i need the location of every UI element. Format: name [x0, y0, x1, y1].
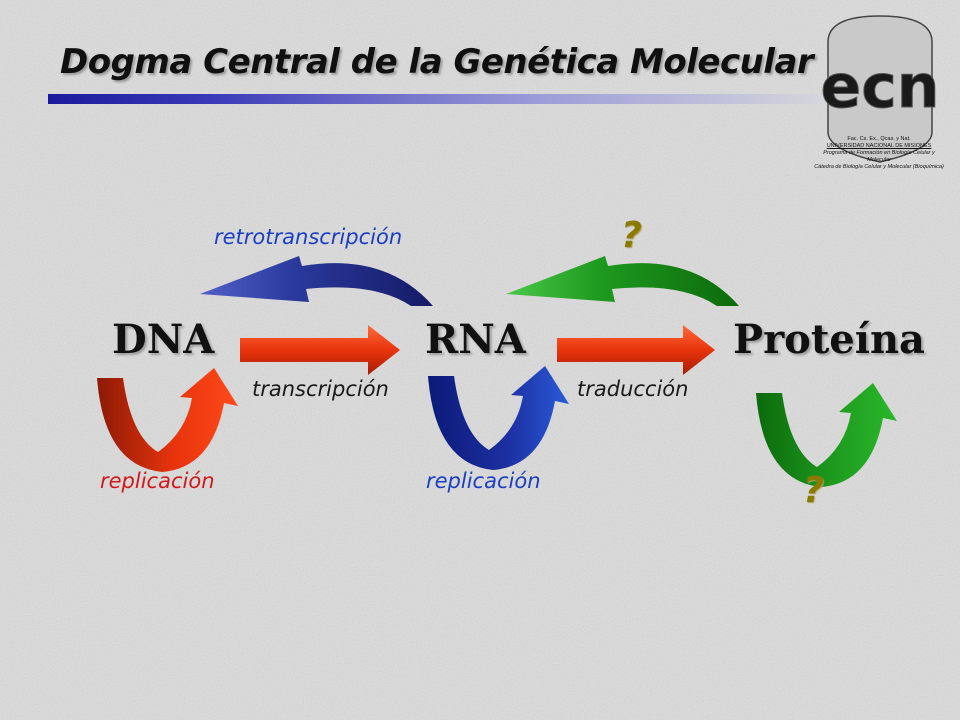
transcription-arrow — [240, 325, 400, 375]
question-mark-top: ? — [621, 215, 642, 256]
rna-replication-arrow — [428, 366, 569, 470]
logo-line-1: Fac. Cs. Ex., Qcas. y Nat. — [847, 136, 911, 142]
university-logo: ecn — [820, 15, 940, 163]
logo-letters: ecn — [821, 52, 940, 122]
node-dna: DNA — [112, 316, 215, 363]
label-transcription: transcripción — [252, 377, 389, 401]
logo-line-2: UNIVERSIDAD NACIONAL DE MISIONES — [826, 143, 932, 149]
dna-replication-arrow — [97, 368, 238, 472]
protein-replication-arrow — [756, 383, 897, 487]
title-underline-bar — [48, 94, 854, 104]
translation-arrow — [557, 325, 715, 375]
label-translation: traducción — [577, 377, 689, 401]
label-rna-replication: replicación — [426, 469, 541, 493]
node-rna: RNA — [425, 316, 526, 363]
logo-line-3: Programa de Formación en Biología Celula… — [823, 150, 935, 163]
protein-to-rna-arrow — [506, 256, 739, 306]
node-protein: Proteína — [733, 316, 925, 363]
reverse-transcription-arrow — [200, 256, 433, 306]
label-dna-replication: replicación — [100, 469, 215, 493]
question-mark-bottom: ? — [803, 470, 824, 511]
label-reverse-transcription: retrotranscripción — [214, 225, 403, 249]
slide-title: Dogma Central de la Genética Molecular — [60, 42, 814, 82]
logo-caption: Fac. Cs. Ex., Qcas. y Nat. UNIVERSIDAD N… — [814, 136, 944, 171]
logo-line-4: Cátedra de Biología Celular y Molecular … — [814, 164, 944, 170]
